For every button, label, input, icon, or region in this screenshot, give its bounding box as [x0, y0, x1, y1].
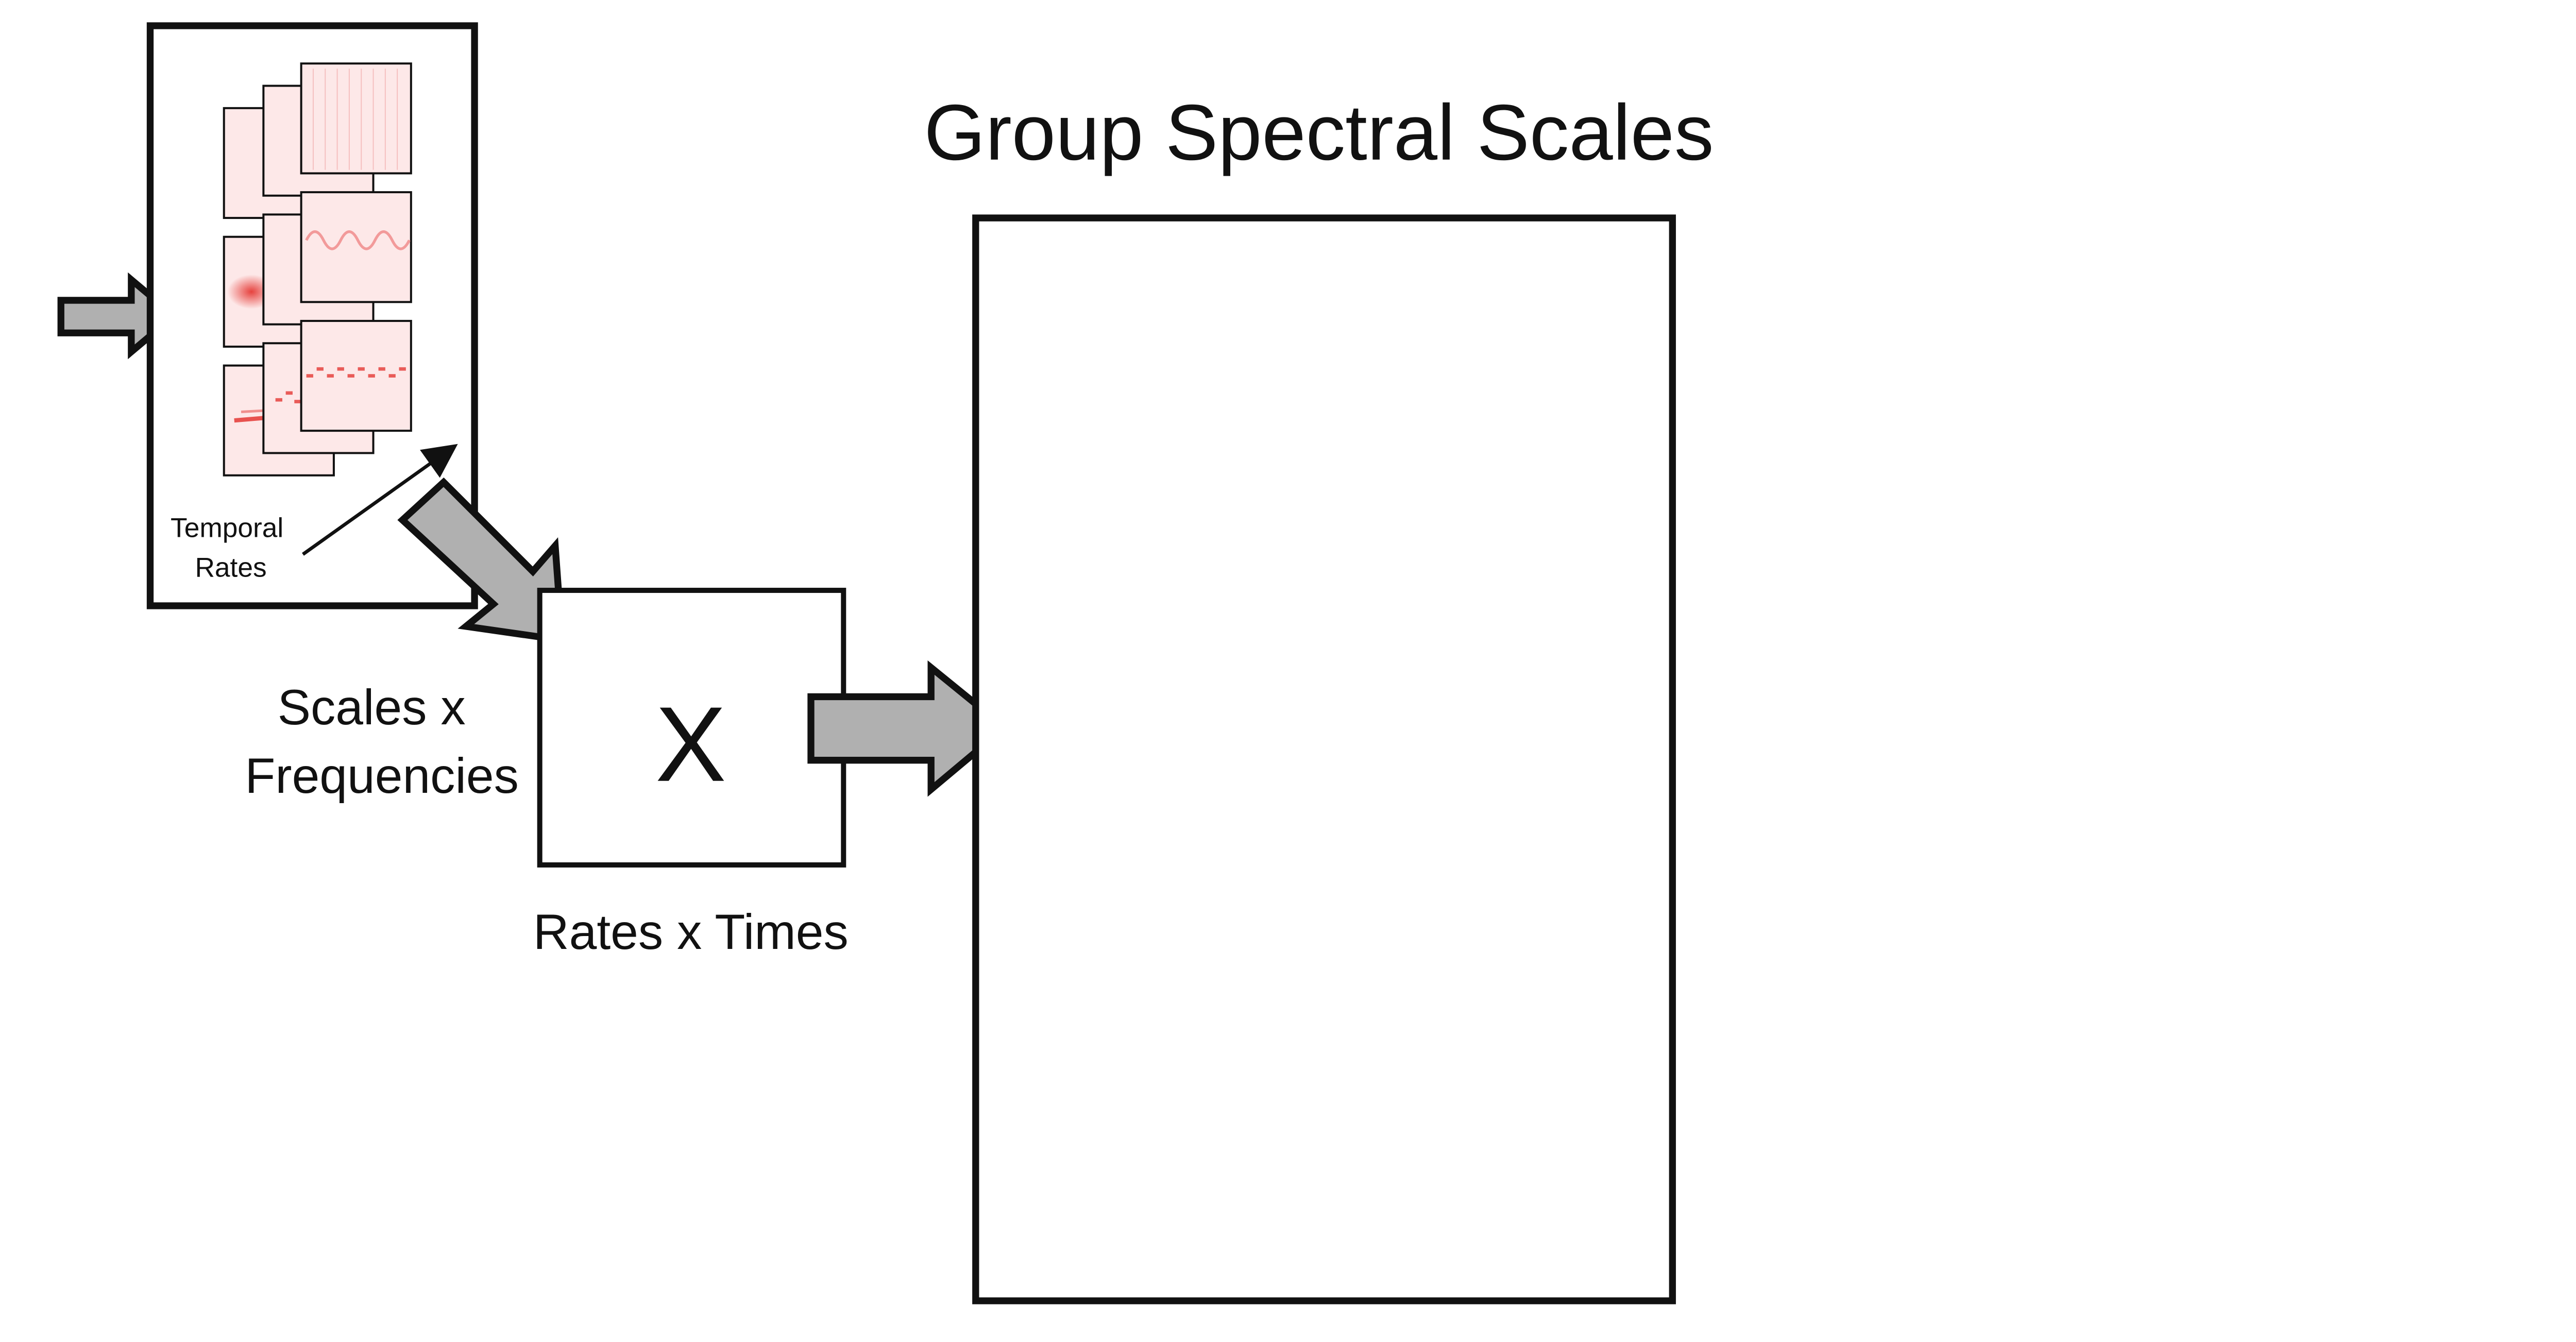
stripe-texture: [312, 69, 398, 170]
matrix-row-label: Scales x Frequencies: [245, 680, 519, 804]
diagram-title: Group Spectral Scales: [924, 89, 1714, 177]
temporal-rates-label: Temporal Rates: [171, 513, 291, 583]
operator-symbol: X: [655, 685, 726, 804]
wavy-trace: [305, 230, 411, 250]
output-arrow: [807, 660, 1010, 797]
operator-box: [537, 587, 846, 868]
group-spectral-scales-box: [972, 214, 1676, 1304]
dot-trace: [275, 391, 301, 403]
spectrogram-stack: [223, 62, 412, 477]
spectrogram-panel: [300, 62, 412, 175]
temporal-rates-pointer: [302, 444, 458, 556]
matrix-col-label: Rates x Times: [533, 905, 849, 960]
dot-trace: [306, 367, 406, 378]
spectrogram-panel: [300, 191, 412, 303]
